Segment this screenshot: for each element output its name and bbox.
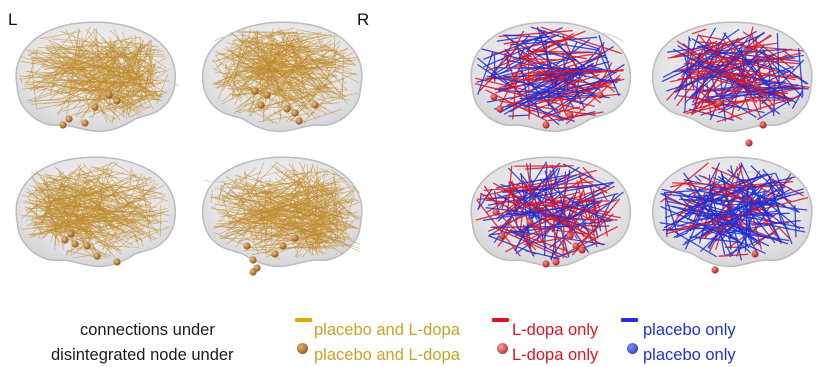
legend-nodes-row: disintegrated node under placebo and L-d… — [0, 343, 818, 367]
connection-edge — [539, 219, 617, 220]
legend-shared-node-dot — [297, 343, 308, 354]
legend-node-placebo-text: placebo only — [643, 343, 736, 367]
brain-left-medial-shared — [16, 157, 175, 266]
disintegrated-node — [249, 256, 256, 263]
disintegrated-node — [715, 99, 722, 106]
disintegrated-node — [496, 105, 503, 112]
disintegrated-node — [271, 250, 278, 257]
disintegrated-node — [291, 234, 298, 241]
legend-node-ldopa-text: L-dopa only — [512, 343, 598, 367]
disintegrated-node — [249, 268, 256, 275]
disintegrated-node — [81, 119, 88, 126]
disintegrated-node — [566, 111, 573, 118]
disintegrated-node — [243, 242, 250, 249]
legend-node-shared-text: placebo and L-dopa — [314, 343, 460, 367]
disintegrated-node — [67, 230, 74, 237]
disintegrated-node — [751, 250, 758, 257]
disintegrated-node — [93, 252, 100, 259]
legend-connections-label: connections under — [80, 318, 215, 342]
disintegrated-node — [295, 117, 302, 124]
connection-edge — [556, 71, 623, 72]
disintegrated-node — [113, 258, 120, 265]
disintegrated-node — [542, 121, 549, 128]
disintegrated-node — [492, 208, 499, 215]
disintegrated-node — [71, 240, 78, 247]
connection-edge — [344, 83, 347, 84]
brain-right-medial-shared — [203, 157, 362, 275]
disintegrated-node — [596, 91, 603, 98]
disintegrated-node — [257, 101, 264, 108]
disintegrated-node — [566, 232, 573, 239]
disintegrated-node — [279, 242, 286, 249]
brain-left-lateral-diff — [471, 22, 630, 131]
brain-left-lateral-shared — [16, 22, 179, 131]
disintegrated-node — [490, 93, 497, 100]
disintegrated-node — [251, 87, 258, 94]
right-hemisphere-label: R — [357, 10, 369, 30]
disintegrated-node — [572, 242, 579, 249]
legend-shared-connection-swatch — [295, 318, 312, 322]
disintegrated-node — [542, 260, 549, 267]
disintegrated-node — [65, 115, 72, 122]
disintegrated-node — [498, 232, 505, 239]
connection-edge — [527, 51, 590, 52]
disintegrated-node — [283, 105, 290, 112]
brain-left-medial-diff — [471, 157, 630, 267]
legend-connections-row: connections under placebo and L-dopa L-d… — [0, 318, 818, 342]
left-hemisphere-label: L — [8, 10, 17, 30]
disintegrated-node — [552, 258, 559, 265]
legend-ldopa-node-dot — [497, 343, 508, 354]
disintegrated-node — [745, 139, 752, 146]
brain-right-medial-diff — [653, 157, 812, 273]
disintegrated-node — [59, 121, 66, 128]
disintegrated-node — [311, 101, 318, 108]
legend-placebo-node-dot — [627, 343, 638, 354]
disintegrated-node — [105, 91, 112, 98]
disintegrated-node — [291, 109, 298, 116]
disintegrated-node — [526, 218, 533, 225]
disintegrated-node — [759, 121, 766, 128]
disintegrated-node — [113, 97, 120, 104]
disintegrated-node — [61, 236, 68, 243]
connection-edge — [760, 71, 761, 110]
disintegrated-node — [91, 103, 98, 110]
legend-connection-shared-text: placebo and L-dopa — [314, 318, 460, 342]
disintegrated-node — [263, 91, 270, 98]
brain-right-lateral-shared — [203, 22, 362, 131]
brain-right-lateral-diff — [653, 22, 812, 146]
disintegrated-node — [578, 246, 585, 253]
connection-edge — [287, 74, 322, 75]
legend-placebo-connection-swatch — [621, 318, 638, 322]
legend-connection-ldopa-text: L-dopa only — [512, 318, 598, 342]
legend-connection-placebo-text: placebo only — [643, 318, 736, 342]
legend-ldopa-connection-swatch — [492, 318, 509, 322]
disintegrated-node — [711, 266, 718, 273]
legend-nodes-label: disintegrated node under — [51, 343, 234, 367]
disintegrated-node — [83, 242, 90, 249]
